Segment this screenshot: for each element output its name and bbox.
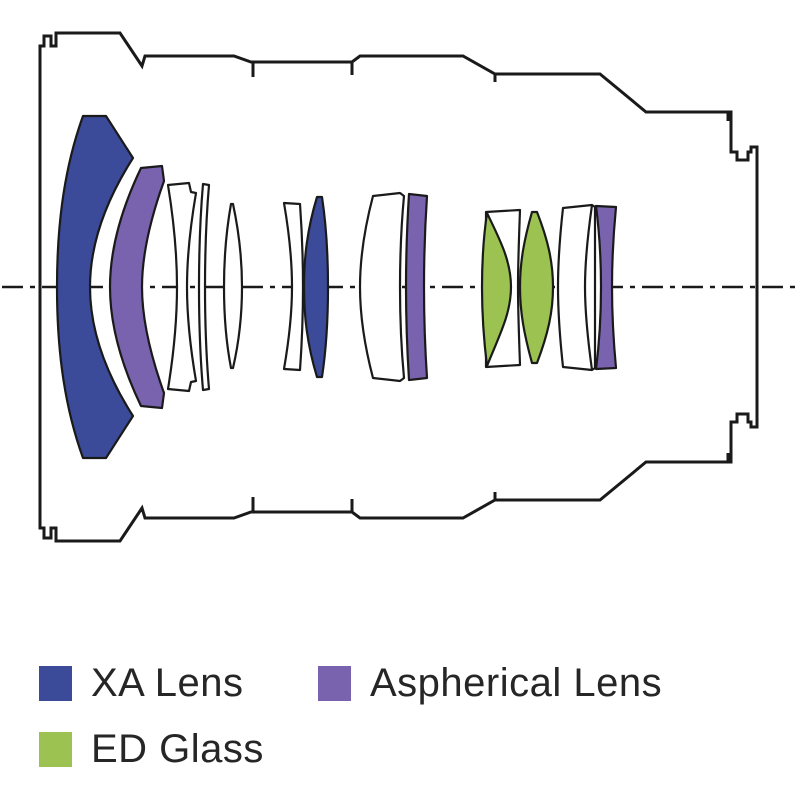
aspherical-lens-swatch-icon bbox=[318, 665, 351, 701]
lens-element-6 bbox=[282, 201, 305, 372]
lens-element-4 bbox=[197, 182, 211, 392]
lens-element-8 bbox=[358, 191, 406, 383]
legend-item-ed: ED Glass bbox=[39, 727, 264, 771]
ed-glass-swatch-icon bbox=[39, 731, 72, 767]
lens-element-3 bbox=[166, 181, 198, 393]
lens-element-13 bbox=[556, 203, 597, 372]
lens-element-2-aspherical bbox=[108, 164, 166, 410]
cemented-surface-line bbox=[583, 204, 594, 371]
lens-element-10-ed bbox=[480, 211, 513, 368]
barrel-tick-marks bbox=[251, 62, 730, 512]
legend-item-xa: XA Lens bbox=[39, 661, 244, 705]
lens-barrel-outline bbox=[38, 31, 759, 543]
legend-label-aspherical: Aspherical Lens bbox=[370, 661, 663, 705]
xa-lens-swatch-icon bbox=[39, 665, 72, 701]
legend-item-aspherical: Aspherical Lens bbox=[318, 661, 663, 705]
lens-element-7-xa bbox=[302, 195, 330, 379]
lens-element-12-ed bbox=[518, 210, 555, 365]
legend-label-ed: ED Glass bbox=[91, 727, 264, 771]
lens-cross-section-svg bbox=[2, 31, 796, 543]
lens-element-9-aspherical bbox=[404, 192, 429, 382]
lens-element-15-aspherical bbox=[594, 204, 618, 371]
lens-element-1-xa bbox=[55, 114, 135, 460]
legend-label-xa: XA Lens bbox=[91, 661, 244, 705]
lens-element-5 bbox=[222, 202, 244, 370]
